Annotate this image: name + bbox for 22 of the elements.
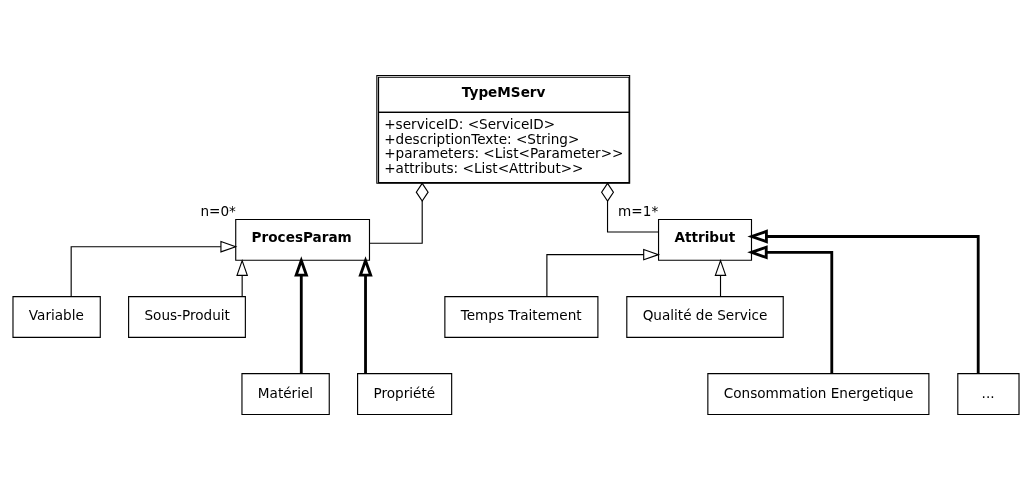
arrow — [70, 240, 238, 297]
arrow — [747, 228, 980, 373]
arrow — [358, 255, 373, 374]
node-box: ... — [957, 372, 1020, 415]
node-box: Consommation Energetique — [707, 372, 930, 415]
node-box: Temps Traitement — [444, 295, 599, 338]
arrow — [714, 258, 727, 297]
arrow — [294, 255, 309, 374]
node-box: Matériel — [241, 372, 330, 415]
node-box: Attribut — [657, 218, 753, 261]
node-label: m=1* — [618, 202, 659, 219]
node-box: ProcesParam — [235, 218, 371, 261]
node-box: Propriété — [357, 372, 453, 415]
node-box: Variable — [12, 295, 101, 338]
arrow — [747, 244, 834, 373]
node-label: n=0* — [200, 202, 236, 219]
arrow — [236, 258, 249, 297]
node-box: Qualité de Service — [626, 295, 784, 338]
node-box: Sous-Produit — [128, 295, 246, 338]
arrow — [546, 248, 661, 297]
connector — [369, 181, 429, 244]
connector — [600, 181, 659, 233]
